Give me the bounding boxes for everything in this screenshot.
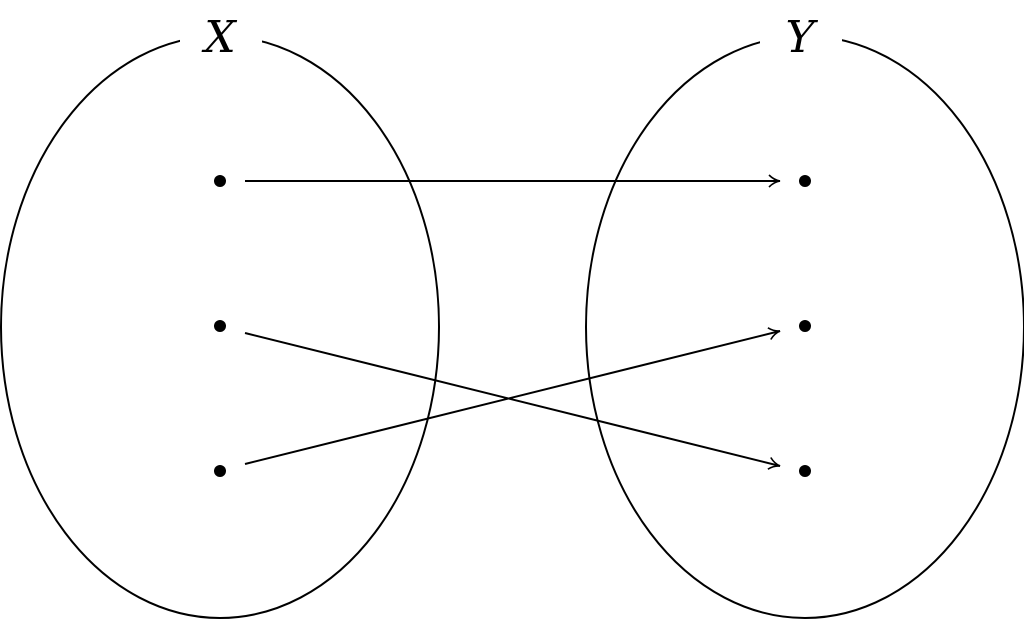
- set-x-label: X: [201, 12, 237, 63]
- arrow-2-to-3: [244, 332, 781, 470]
- set-y-element-3: [799, 465, 811, 477]
- set-x-element-2: [214, 320, 226, 332]
- set-x-element-3: [214, 465, 226, 477]
- set-y-label: Y: [785, 12, 818, 63]
- set-y-element-2: [799, 320, 811, 332]
- arrow-3-to-2: [244, 327, 781, 465]
- set-x-element-1: [214, 175, 226, 187]
- set-y-element-1: [799, 175, 811, 187]
